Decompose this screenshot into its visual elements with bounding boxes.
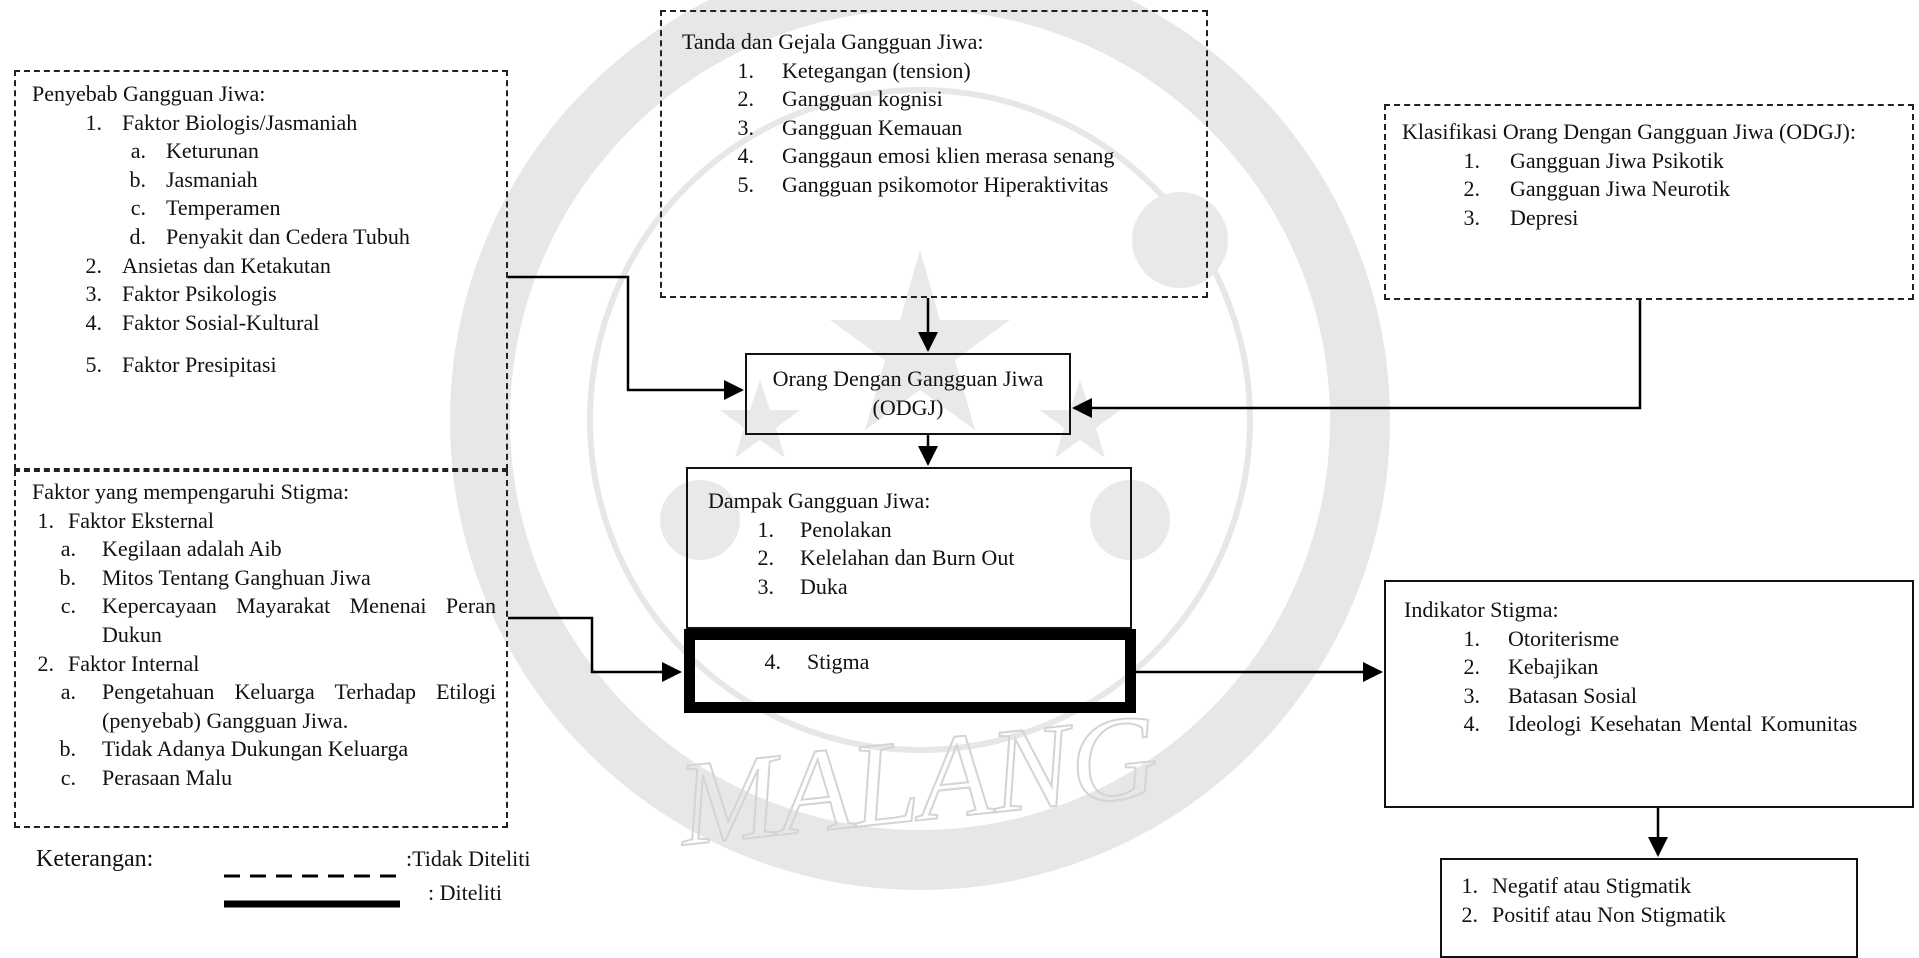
odgj-box: Orang Dengan Gangguan Jiwa (ODGJ) <box>745 353 1071 435</box>
outcomes-item: 1.Negatif atau Stigmatik <box>1461 873 1692 898</box>
stigma-factors-box: Faktor yang mempengaruhi Stigma: 1.Fakto… <box>14 470 508 828</box>
stigma-factor-item: b.Mitos Tentang Ganghuan Jiwa <box>59 564 371 590</box>
signs-box: Tanda dan Gejala Gangguan Jiwa: 1.Ketega… <box>660 10 1208 298</box>
causes-title: Penyebab Gangguan Jiwa: <box>32 81 266 106</box>
impact-item: 2.Kelelahan dan Burn Out <box>757 545 1015 571</box>
stigma-factor-item: c.Kepercayaan Mayarakat Menenai Peran Du… <box>60 593 496 647</box>
legend-studied-label: : Diteliti <box>428 880 502 905</box>
stigma-factor-item: a.Pengetahuan Keluarga Terhadap Etilogi … <box>60 679 496 733</box>
signs-item: 4.Ganggaun emosi klien merasa senang <box>737 143 1115 169</box>
stigma-factor-item: c.Perasaan Malu <box>60 764 233 790</box>
legend-label: Keterangan: <box>36 846 154 872</box>
indicators-title: Indikator Stigma: <box>1404 597 1559 622</box>
stigma-factors-list: 1.Faktor Eksternal a.Kegilaan adalah Aib… <box>32 507 497 793</box>
impact-title: Dampak Gangguan Jiwa: <box>708 488 931 513</box>
classification-item: 2.Gangguan Jiwa Neurotik <box>1463 176 1730 202</box>
stigma-item: 4.Stigma <box>764 649 870 674</box>
causes-subitem: b.Jasmaniah <box>129 166 258 192</box>
signs-list: 1.Ketegangan (tension) 2.Gangguan kognis… <box>682 57 1186 200</box>
causes-box: Penyebab Gangguan Jiwa: 1.Faktor Biologi… <box>14 70 508 470</box>
causes-subitem: d.Penyakit dan Cedera Tubuh <box>129 223 410 249</box>
stigma-box: 4.Stigma <box>684 629 1136 713</box>
indicators-item: 2.Kebajikan <box>1463 654 1599 680</box>
signs-item: 1.Ketegangan (tension) <box>737 57 971 83</box>
classification-box: Klasifikasi Orang Dengan Gangguan Jiwa (… <box>1384 104 1914 300</box>
indicators-item: 4.Ideologi Kesehatan Mental Komunitas <box>1463 711 1858 737</box>
impact-list: 1.Penolakan 2.Kelelahan dan Burn Out 3.D… <box>708 516 1110 602</box>
watermark-text: MALANG <box>670 688 1163 871</box>
classification-title: Klasifikasi Orang Dengan Gangguan Jiwa (… <box>1402 119 1856 144</box>
impact-box: Dampak Gangguan Jiwa: 1.Penolakan 2.Kele… <box>686 467 1132 629</box>
causes-item: 5.Faktor Presipitasi <box>85 352 277 378</box>
causes-item: 2.Ansietas dan Ketakutan <box>85 252 331 278</box>
arrow-classification-to-odgj <box>1072 300 1642 418</box>
causes-subitem: a.Keturunan <box>130 138 259 164</box>
signs-item: 3.Gangguan Kemauan <box>737 114 963 140</box>
indicators-list: 1.Otoriterisme 2.Kebajikan 3.Batasan Sos… <box>1404 625 1896 739</box>
odgj-label: Orang Dengan Gangguan Jiwa (ODGJ) <box>772 366 1044 420</box>
outcomes-list: 1.Negatif atau Stigmatik 2.Positif atau … <box>1458 872 1840 929</box>
classification-item: 1.Gangguan Jiwa Psikotik <box>1463 147 1724 173</box>
stigma-factors-title: Faktor yang mempengaruhi Stigma: <box>32 479 350 504</box>
stigma-factor-item: b.Tidak Adanya Dukungan Keluarga <box>59 736 409 762</box>
causes-item: 1.Faktor Biologis/Jasmaniah <box>85 109 358 135</box>
indicators-item: 3.Batasan Sosial <box>1463 682 1637 708</box>
indicators-item: 1.Otoriterisme <box>1463 625 1620 651</box>
stigma-factor-item: a.Kegilaan adalah Aib <box>60 536 282 562</box>
stigma-factor-group: 2.Faktor Internal <box>37 650 200 676</box>
indicators-box: Indikator Stigma: 1.Otoriterisme 2.Kebaj… <box>1384 580 1914 808</box>
stigma-factor-group: 1.Faktor Eksternal <box>37 507 215 533</box>
signs-title: Tanda dan Gejala Gangguan Jiwa: <box>682 29 984 54</box>
classification-list: 1.Gangguan Jiwa Psikotik 2.Gangguan Jiwa… <box>1402 147 1896 233</box>
arrow-factors-to-stigma <box>508 616 682 682</box>
outcomes-item: 2.Positif atau Non Stigmatik <box>1461 901 1727 927</box>
causes-item: 4.Faktor Sosial-Kultural <box>85 309 320 335</box>
outcomes-box: 1.Negatif atau Stigmatik 2.Positif atau … <box>1440 858 1858 958</box>
causes-item: 3.Faktor Psikologis <box>85 281 277 307</box>
causes-list: 1.Faktor Biologis/Jasmaniah a.Keturunan … <box>32 109 490 380</box>
classification-item: 3.Depresi <box>1463 204 1579 230</box>
signs-item: 5.Gangguan psikomotor Hiperaktivitas <box>737 171 1109 197</box>
impact-item: 1.Penolakan <box>757 516 892 542</box>
causes-subitem: c.Temperamen <box>130 195 281 221</box>
impact-item: 3.Duka <box>757 573 848 599</box>
legend-not-studied-label: :Tidak Diteliti <box>406 846 531 871</box>
signs-item: 2.Gangguan kognisi <box>737 86 943 112</box>
